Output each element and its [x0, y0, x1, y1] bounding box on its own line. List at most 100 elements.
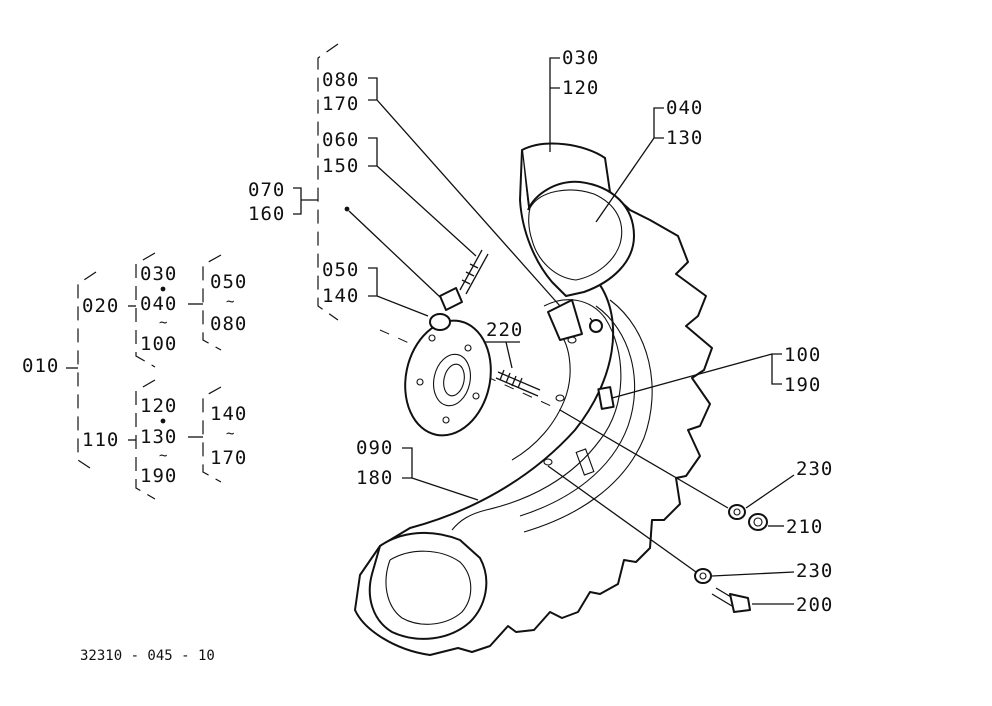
hub-bolt-hole-2 [464, 344, 472, 352]
callout-190: 190 [784, 374, 821, 396]
tree-bracket-root [77, 271, 97, 473]
hub-bolt-hole-1 [428, 334, 436, 342]
callout-230-lower-leader [711, 571, 795, 577]
parts-tree: 010 020 030 040 ~ 100 050 ~ 080 110 120 … [22, 252, 247, 500]
drawing-reference: 32310 - 045 - 10 [80, 648, 215, 664]
callout-220: 220 [486, 319, 523, 341]
tree-bracket-110 [135, 379, 156, 500]
callout-120: 120 [562, 77, 599, 99]
tree-020-dot [160, 286, 166, 292]
callout-200: 200 [796, 594, 833, 616]
callout-230-upper-leader [745, 474, 795, 509]
tire-lower-section [368, 531, 488, 640]
stud-body [495, 371, 541, 397]
tree-110-sub-140: 140 [210, 403, 247, 425]
tree-110-dot [160, 418, 166, 424]
hub-bolt-hole-3 [472, 392, 480, 400]
tire-outer [354, 142, 713, 656]
valve-parts [429, 249, 489, 331]
callout-070-leader [293, 187, 318, 215]
valve-callout-group: 070 160 080 170 060 150 050 140 [248, 43, 561, 321]
callout-130: 130 [666, 127, 703, 149]
tree-code-020: 020 [82, 295, 119, 317]
washer-230-upper [728, 504, 746, 520]
callout-220-leader [484, 341, 520, 369]
callout-040: 040 [666, 97, 703, 119]
tree-code-110: 110 [82, 429, 119, 451]
hub-disc [404, 319, 492, 437]
callout-080-leader [368, 77, 561, 307]
rim-outline [451, 299, 622, 531]
tire-upper-inner [528, 189, 623, 281]
tree-020-item-030: 030 [140, 263, 177, 285]
valve-stem-threads [461, 263, 479, 285]
valve-nut [439, 287, 463, 311]
nut-210 [748, 513, 768, 531]
tree-020-item-040: 040 [140, 293, 177, 315]
tree-020-sub-range-mark: ~ [226, 294, 234, 310]
callout-050: 050 [322, 259, 359, 281]
hub-plate [379, 319, 561, 437]
washer-230-lower-hole [699, 572, 707, 580]
tree-110-sub-170: 170 [210, 447, 247, 469]
rim-valve [547, 299, 583, 341]
tree-110-sub-range-mark: ~ [226, 426, 234, 442]
hub-bolt-hole-4 [442, 416, 450, 424]
fasteners [694, 504, 768, 613]
tree-020-sub-080: 080 [210, 313, 247, 335]
callout-060-leader [368, 137, 477, 257]
tree-020-range-mark: ~ [159, 315, 167, 331]
tree-110-item-190: 190 [140, 465, 177, 487]
callout-090: 090 [356, 437, 393, 459]
tire-upper-section [519, 149, 635, 297]
tree-020-item-100: 100 [140, 333, 177, 355]
tire-assembly [354, 142, 713, 656]
callout-230-lower: 230 [796, 560, 833, 582]
tree-root-010: 010 [22, 355, 59, 377]
rim-valve-cap [589, 319, 603, 333]
callout-230-upper: 230 [796, 458, 833, 480]
callout-030: 030 [562, 47, 599, 69]
callout-230-lower-stud-leader [547, 465, 697, 573]
valve-stem-060 [459, 249, 489, 295]
hub-center-bore [443, 363, 465, 397]
disc-hole-1 [555, 394, 565, 402]
tree-110-item-120: 120 [140, 395, 177, 417]
tree-110-range-mark: ~ [159, 448, 167, 464]
callout-040-leader [595, 107, 664, 223]
tree-020-sub-050: 050 [210, 271, 247, 293]
wheel-tag [597, 386, 615, 410]
callout-180: 180 [356, 467, 393, 489]
hub-center-ring [433, 353, 471, 407]
tree-110-item-130: 130 [140, 426, 177, 448]
callout-050-leader [368, 267, 429, 317]
callout-210: 210 [786, 516, 823, 538]
valve-core-leader [348, 210, 441, 298]
right-callouts: 030 120 040 130 220 100 190 090 180 230 … [356, 47, 833, 616]
disc-slot [575, 448, 595, 476]
hub-bolt-hole-5 [416, 378, 424, 386]
callout-150: 150 [322, 155, 359, 177]
rim-groove-2 [523, 299, 653, 533]
nut-210-hole [753, 517, 763, 527]
washer-230-lower [694, 568, 712, 584]
callout-170: 170 [322, 93, 359, 115]
callout-090-leader [402, 447, 479, 501]
callout-030-leader [549, 57, 560, 152]
rim-groove-1 [519, 305, 636, 517]
valve-group-bracket [317, 43, 339, 321]
callout-230-upper-stud-leader [559, 409, 729, 509]
tree-bracket-020 [135, 252, 156, 368]
bolt-200-head [729, 593, 751, 613]
tree-bracket-110-sub [202, 386, 222, 483]
callout-080: 080 [322, 69, 359, 91]
callout-160: 160 [248, 203, 285, 225]
callout-140: 140 [322, 285, 359, 307]
valve-cap-050 [429, 313, 451, 331]
stud-threads [499, 369, 523, 389]
callout-070: 070 [248, 179, 285, 201]
callout-100-leader [611, 353, 782, 399]
tree-bracket-020-sub [202, 254, 222, 351]
callout-060: 060 [322, 129, 359, 151]
